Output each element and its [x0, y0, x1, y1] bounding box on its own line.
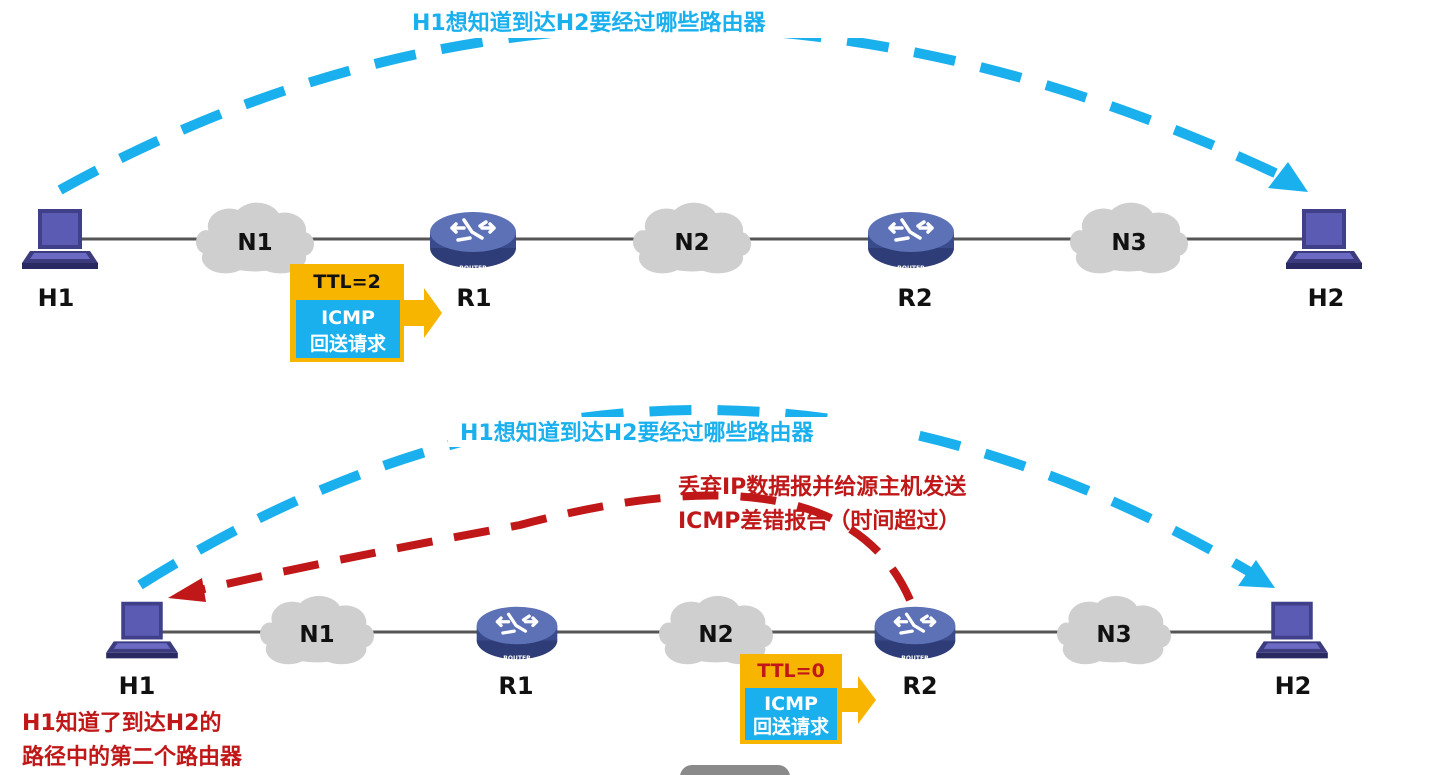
bottom-packet-icmp-inner — [745, 688, 837, 740]
bottom-router-r1-label: R1 — [498, 672, 533, 700]
top-packet-ttl-box — [290, 264, 404, 298]
bottom-caption: H1想知道到达H2要经过哪些路由器 — [460, 420, 814, 446]
error-report-line1: 丢弃IP数据报并给源主机发送 — [678, 474, 966, 500]
bottom-packet-arrow — [842, 676, 876, 724]
bottom-packet-ttl-box — [740, 654, 842, 686]
bottom-router-r1-badge: ROUTER — [503, 655, 531, 662]
top-router-r2-badge: ROUTER — [897, 265, 925, 272]
top-network-n3-label: N3 — [1111, 230, 1146, 256]
bottom-network-n3-label: N3 — [1096, 622, 1131, 648]
top-blue-arc — [57, 22, 1293, 195]
top-caption-bg — [400, 4, 888, 38]
error-report-line2: ICMP差错报告（时间超过） — [678, 508, 960, 534]
bottom-blue-arc — [137, 405, 1258, 590]
bottom-host-h2-label: H2 — [1275, 672, 1312, 700]
top-host-h2-label: H2 — [1308, 284, 1345, 312]
top-packet-arrow — [404, 288, 442, 338]
top-router-r2-icon — [866, 210, 956, 270]
top-packet: TTL=2 ICMP 回送请求 — [290, 264, 442, 362]
top-network-n1-label: N1 — [237, 230, 272, 256]
bottom-red-arrowhead — [168, 578, 206, 602]
bottom-network-n2-label: N2 — [698, 622, 733, 648]
top-diagram: N1 N2 N3 H1 H2 ROUTER ROUTER R1 R2 H1想知道… — [22, 4, 1362, 362]
top-host-h1-label: H1 — [38, 284, 75, 312]
bottom-packet-type: ICMP — [764, 693, 818, 715]
video-control-tab[interactable] — [680, 765, 790, 775]
top-router-r1-label: R1 — [456, 284, 491, 312]
top-blue-arrowhead — [1268, 162, 1308, 192]
bottom-diagram: N1 N2 N3 H1 H2 ROUTER ROUTER R1 R2 H1想知道… — [22, 405, 1328, 770]
bottom-host-h2-icon — [1256, 601, 1328, 659]
bottom-blue-arrowhead — [1238, 560, 1275, 588]
top-packet-icmp-inner — [296, 300, 400, 358]
bottom-router-r2-badge: ROUTER — [901, 655, 929, 662]
top-router-r2-label: R2 — [897, 284, 932, 312]
bottom-caption-bg — [448, 417, 898, 447]
top-caption: H1想知道到达H2要经过哪些路由器 — [412, 10, 766, 36]
bottom-packet-ttl: TTL=0 — [757, 660, 825, 682]
bottom-router-r2-label: R2 — [902, 672, 937, 700]
top-packet-subtype: 回送请求 — [310, 332, 387, 355]
top-network-n2-label: N2 — [674, 230, 709, 256]
bottom-router-r1-icon — [475, 605, 559, 661]
bottom-router-r2-icon — [873, 605, 957, 661]
result-line1: H1知道了到达H2的 — [22, 710, 221, 736]
bottom-host-h1-icon — [106, 601, 178, 659]
top-router-r1-badge: ROUTER — [459, 265, 487, 272]
top-packet-type: ICMP — [321, 307, 375, 329]
bottom-packet-subtype: 回送请求 — [753, 715, 830, 738]
top-packet-ttl: TTL=2 — [313, 271, 381, 293]
result-line2: 路径中的第二个路由器 — [22, 744, 243, 770]
bottom-packet: TTL=0 ICMP 回送请求 — [740, 654, 876, 744]
bottom-red-arc — [199, 491, 914, 602]
bottom-network-n1-label: N1 — [299, 622, 334, 648]
bottom-host-h1-label: H1 — [119, 672, 156, 700]
top-router-r1-icon — [428, 210, 518, 270]
